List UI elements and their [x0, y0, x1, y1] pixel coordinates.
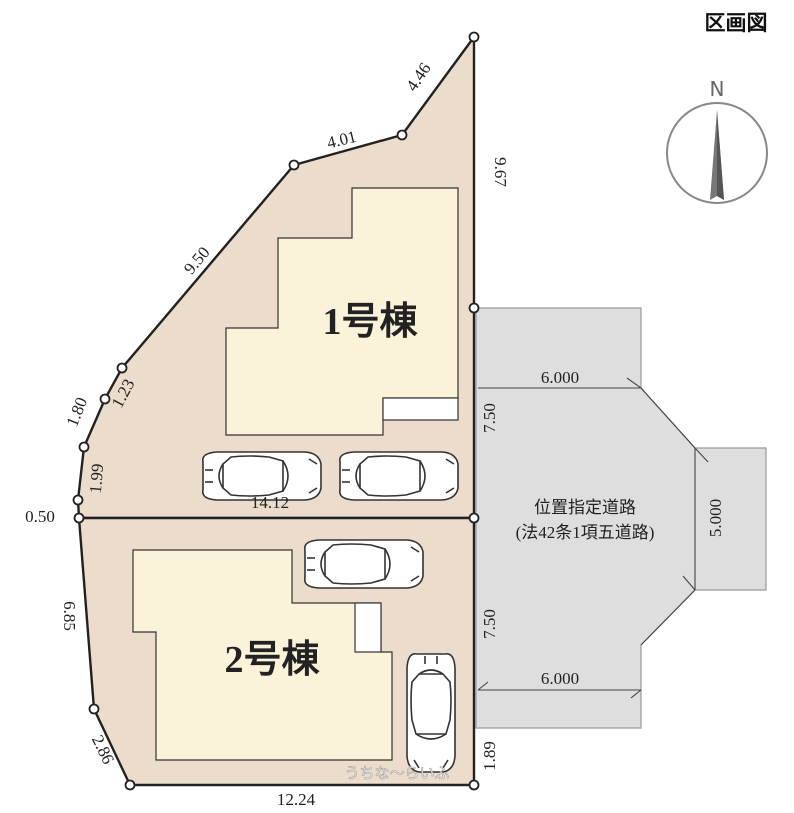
- building-1-notch: [382, 397, 459, 421]
- dim-12-24: 12.24: [277, 790, 316, 809]
- car-2a: [303, 539, 424, 589]
- dim-1-99: 1.99: [86, 463, 108, 494]
- parking-cars: [201, 451, 459, 773]
- dim-5-000: 5.000: [706, 499, 725, 537]
- watermark: うちな〜らいふ: [344, 764, 449, 782]
- car-outline: [410, 546, 420, 553]
- car-outline: [413, 759, 420, 769]
- dim-1-80: 1.80: [63, 395, 92, 430]
- car-outline: [338, 451, 459, 501]
- dim-7-50-top: 7.50: [480, 403, 499, 433]
- boundary-vertex: [88, 703, 100, 715]
- car-outline: [355, 463, 361, 489]
- lot-2-label: 2号棟: [224, 639, 320, 681]
- dim-0-50: 0.50: [25, 507, 55, 526]
- boundary-vertex: [468, 779, 480, 791]
- boundary-vertex: [288, 159, 300, 171]
- car-outline: [415, 733, 447, 740]
- car-outline: [410, 575, 420, 582]
- dim-4-46: 4.46: [402, 59, 434, 94]
- boundary-vertex: [468, 302, 480, 314]
- boundary-vertex: [73, 512, 85, 524]
- car-1b: [338, 451, 459, 501]
- lot-1-label: 1号棟: [322, 301, 418, 343]
- dim-7-50-bottom: 7.50: [480, 609, 499, 639]
- dim-6-000-top: 6.000: [541, 368, 579, 387]
- car-1a: [201, 451, 322, 501]
- car-outline: [359, 455, 421, 497]
- boundary-vertex: [468, 512, 480, 524]
- car-outline: [418, 669, 444, 675]
- building-1: [225, 187, 459, 436]
- boundary-vertex: [72, 494, 84, 506]
- car-outline: [410, 673, 452, 735]
- dim-6-000-bottom: 6.000: [541, 669, 579, 688]
- boundary-vertices: [72, 31, 480, 791]
- car-outline: [442, 759, 449, 769]
- dim-14-12: 14.12: [251, 493, 289, 512]
- building-2: [132, 549, 393, 761]
- car-outline: [308, 487, 318, 494]
- car-outline: [419, 460, 426, 492]
- boundary-vertex: [99, 393, 111, 405]
- boundary-vertex: [124, 779, 136, 791]
- car-2b: [406, 652, 456, 773]
- dim-1-89: 1.89: [480, 741, 499, 771]
- car-outline: [308, 458, 318, 465]
- boundary-vertex: [396, 129, 408, 141]
- page-title: 区画図: [705, 11, 768, 35]
- car-outline: [303, 539, 424, 589]
- car-outline: [445, 487, 455, 494]
- car-outline: [320, 551, 326, 577]
- car-outline: [324, 543, 386, 585]
- car-outline: [445, 458, 455, 465]
- road-name: 位置指定道路: [534, 498, 636, 517]
- north-compass: N: [666, 77, 768, 204]
- boundary-vertex: [78, 441, 90, 453]
- dim-9-67: 9.67: [491, 157, 510, 187]
- car-outline: [406, 652, 456, 773]
- road-name-note: (法42条1項五道路): [516, 523, 655, 542]
- boundary-vertex: [116, 362, 128, 374]
- road-area: [475, 307, 767, 729]
- car-outline: [384, 548, 391, 580]
- boundary-vertex: [468, 31, 480, 43]
- north-label: N: [710, 77, 725, 101]
- dim-6-85: 6.85: [60, 601, 79, 631]
- car-outline: [201, 451, 322, 501]
- car-outline: [218, 463, 224, 489]
- road-guides: [477, 377, 709, 699]
- car-outline: [222, 455, 284, 497]
- building-2-notch: [354, 602, 382, 653]
- car-outline: [282, 460, 289, 492]
